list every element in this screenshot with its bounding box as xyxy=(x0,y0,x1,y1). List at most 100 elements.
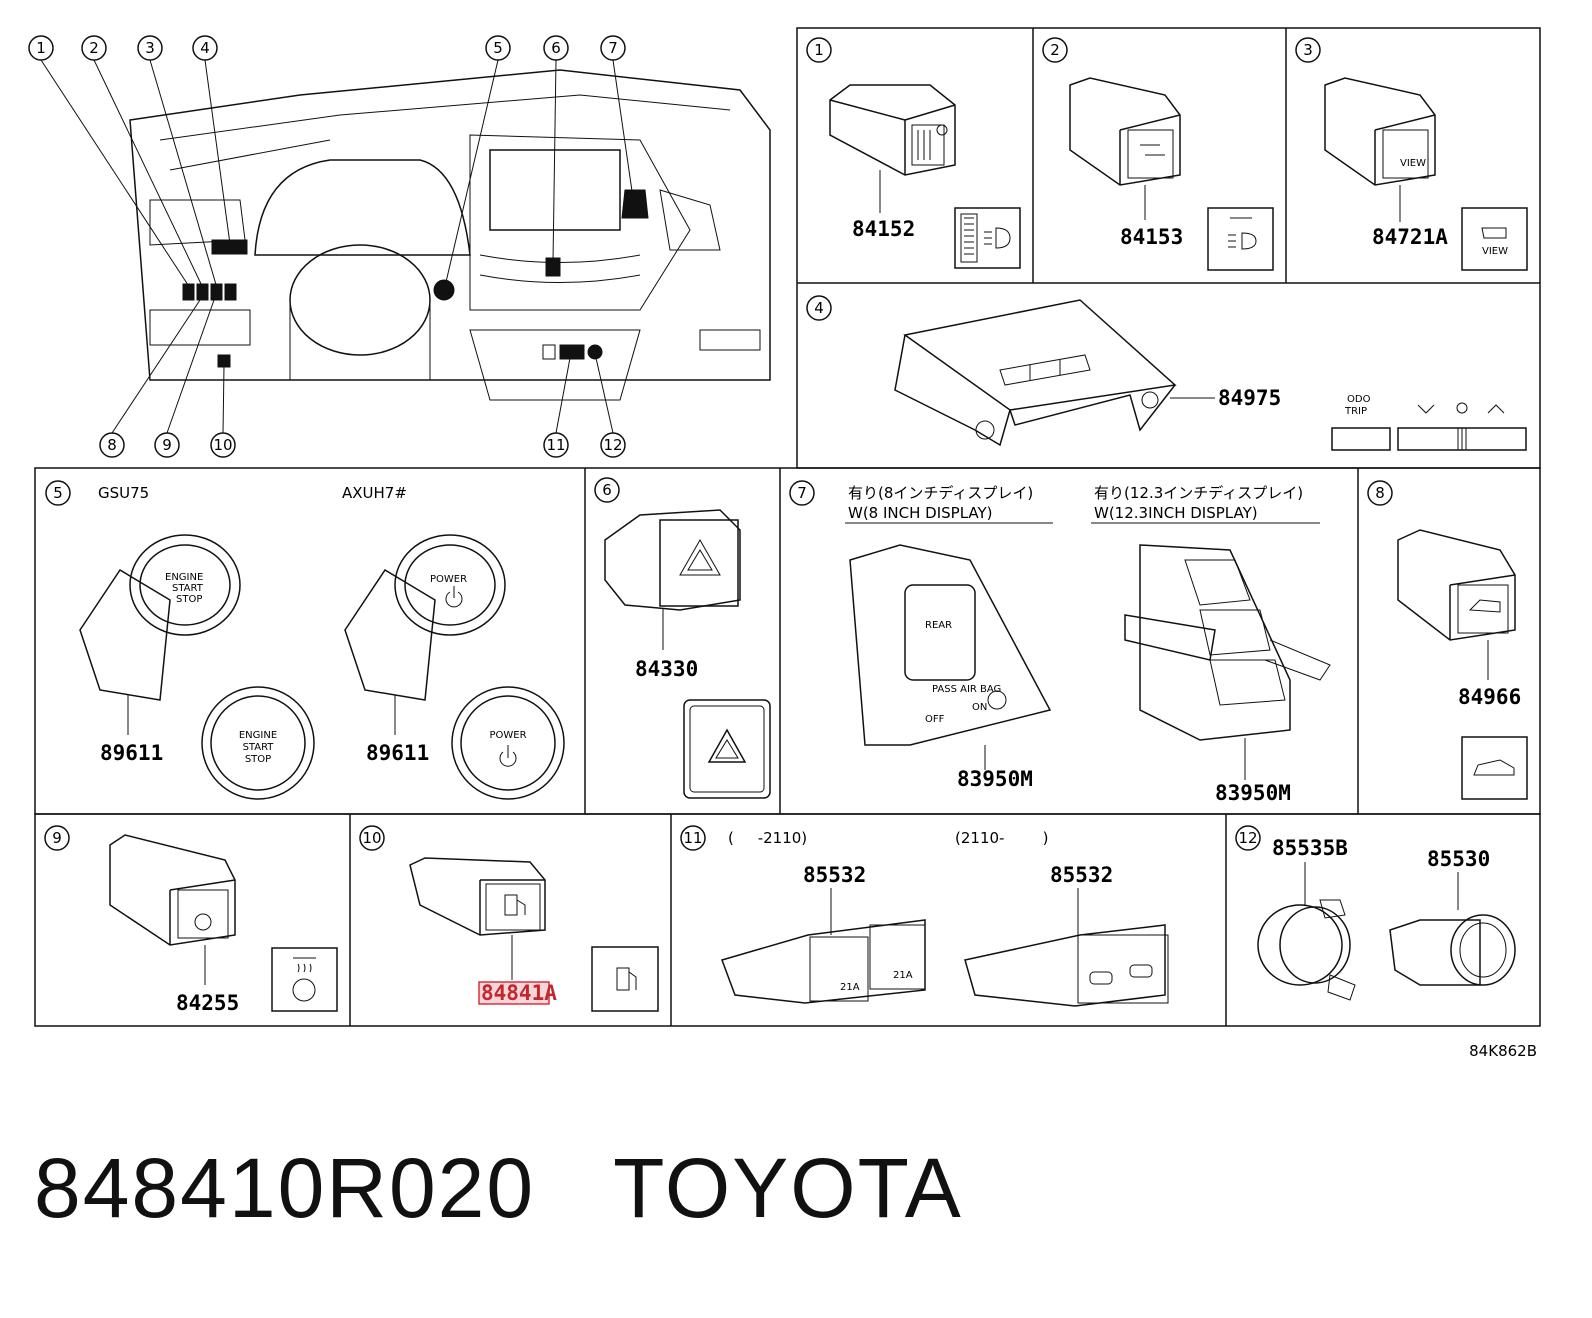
panel-index: 3 xyxy=(1303,41,1313,59)
diagram-code: 84K862B xyxy=(1469,1042,1537,1060)
chevron-up-icon xyxy=(1487,404,1505,414)
svg-text:POWER: POWER xyxy=(430,574,467,585)
panel-index: 6 xyxy=(602,481,612,499)
part-number-b: 89611 xyxy=(366,741,429,765)
range-b: (2110- ) xyxy=(955,829,1048,847)
panel-6[interactable]: 6 84330 xyxy=(594,477,771,799)
svg-text:6: 6 xyxy=(551,39,561,57)
power-icon xyxy=(499,745,517,767)
switch-84721A-drawing: VIEW xyxy=(1324,77,1436,186)
svg-text:11: 11 xyxy=(546,436,565,454)
part-number-b: 85530 xyxy=(1427,847,1490,871)
panel-index: 4 xyxy=(814,299,824,317)
panel-index: 12 xyxy=(1238,829,1257,847)
fuel-lid-switch-drawing xyxy=(409,857,546,936)
overview-callout-10[interactable]: 10 xyxy=(210,432,236,458)
svg-text:4: 4 xyxy=(200,39,210,57)
overview-callout-12[interactable]: 12 xyxy=(600,432,626,458)
headlight-leveling-icon xyxy=(954,207,1021,269)
panel-index: 7 xyxy=(797,484,807,502)
panel-8[interactable]: 8 84966 xyxy=(1367,480,1528,800)
panel-4[interactable]: 4 84975 ODO TRIP xyxy=(806,295,1527,451)
svg-text:12: 12 xyxy=(603,436,622,454)
svg-text:VIEW: VIEW xyxy=(1482,246,1508,257)
heated-steering-icon xyxy=(271,947,338,1012)
panel-frames xyxy=(34,27,1541,1027)
airbag-panel-12inch-drawing xyxy=(1124,544,1331,741)
svg-text:STOP: STOP xyxy=(245,754,271,765)
overview-callout-7[interactable]: 7 xyxy=(600,35,626,61)
part-number: 84841A xyxy=(481,981,557,1005)
part-number: 84975 xyxy=(1218,386,1281,410)
variant-b-jp: 有り(12.3インチディスプレイ) xyxy=(1094,484,1303,502)
overview-callout-4[interactable]: 4 xyxy=(192,35,218,61)
overview-callout-5[interactable]: 5 xyxy=(485,35,511,61)
panel-9[interactable]: 9 84255 xyxy=(44,825,338,1015)
highlighted-part-number[interactable]: 84841A xyxy=(478,981,557,1005)
panel-12[interactable]: 12 85535B 85530 xyxy=(1235,825,1516,1001)
svg-text:STOP: STOP xyxy=(176,594,202,605)
panel-3[interactable]: 3 VIEW 84721A VIEW xyxy=(1295,37,1528,271)
overview-callout-9[interactable]: 9 xyxy=(154,432,180,458)
svg-text:9: 9 xyxy=(162,436,172,454)
switch-84152-drawing xyxy=(829,84,956,176)
variant-b-en: W(12.3INCH DISPLAY) xyxy=(1094,504,1258,522)
variant-label-b: AXUH7# xyxy=(342,484,407,502)
footer-title: 848410R020 TOYOTA xyxy=(34,1140,1041,1237)
usb-charger-drawing-a: 21A 21A xyxy=(721,919,926,1004)
svg-text:7: 7 xyxy=(608,39,618,57)
variant-a-jp: 有り(8インチディスプレイ) xyxy=(848,484,1033,502)
part-number-b: 85532 xyxy=(1050,863,1113,887)
overview-callout-8[interactable]: 8 xyxy=(99,432,125,458)
panel-index: 5 xyxy=(53,484,63,502)
range-a: ( -2110) xyxy=(728,829,807,847)
power-switch-drawing-b: POWER xyxy=(344,534,506,701)
footer-brand: TOYOTA xyxy=(613,1141,963,1235)
part-number-a: 89611 xyxy=(100,741,163,765)
panel-7[interactable]: 7 有り(8インチディスプレイ) W(8 INCH DISPLAY) 有り(12… xyxy=(789,480,1331,805)
svg-text:OFF: OFF xyxy=(925,714,945,725)
camera-view-icon: VIEW xyxy=(1461,207,1528,271)
part-number: 84153 xyxy=(1120,225,1183,249)
power-outlet-socket-drawing xyxy=(1257,899,1356,1001)
footer-part-number: 848410R020 xyxy=(34,1141,536,1235)
svg-text:TRIP: TRIP xyxy=(1344,406,1367,417)
variant-label-a: GSU75 xyxy=(98,484,149,502)
hazard-switch-drawing xyxy=(604,509,741,611)
panel-index: 9 xyxy=(52,829,62,847)
svg-text:ENGINE: ENGINE xyxy=(239,730,277,741)
fuel-lid-icon xyxy=(591,946,659,1012)
odo-trip-switch-detail: ODO TRIP xyxy=(1331,394,1527,451)
svg-text:1: 1 xyxy=(36,39,46,57)
svg-text:10: 10 xyxy=(213,436,232,454)
overview-callout-11[interactable]: 11 xyxy=(543,432,569,458)
overview-callout-2[interactable]: 2 xyxy=(81,35,107,61)
switch-84153-drawing xyxy=(1069,77,1181,186)
panel-index: 11 xyxy=(683,829,702,847)
parts-diagram: 1 2 3 4 5 6 7 8 9 10 11 12 xyxy=(28,27,1541,1060)
dashboard-overview: 1 2 3 4 5 6 7 8 9 10 11 12 xyxy=(28,35,771,458)
overview-callout-6[interactable]: 6 xyxy=(543,35,569,61)
airbag-panel-8inch-drawing: REAR PASS AIR BAG ON OFF xyxy=(849,544,1052,746)
svg-text:ENGINE: ENGINE xyxy=(165,572,203,583)
part-number: 84255 xyxy=(176,991,239,1015)
panel-11[interactable]: 11 ( -2110) (2110- ) 85532 85532 21A 21A xyxy=(680,825,1169,1007)
usb-charger-drawing-b xyxy=(964,924,1169,1007)
svg-text:21A: 21A xyxy=(840,982,860,993)
svg-text:ON: ON xyxy=(972,702,987,713)
svg-text:21A: 21A xyxy=(893,970,913,981)
chevron-down-icon xyxy=(1417,404,1435,414)
panel-1[interactable]: 1 84152 xyxy=(806,37,1021,269)
panel-5[interactable]: 5 GSU75 AXUH7# ENGINE START STOP 89611 E… xyxy=(45,480,565,800)
panel-10[interactable]: 10 84841A xyxy=(359,825,659,1012)
switch-84966-drawing xyxy=(1397,529,1516,641)
panel-index: 1 xyxy=(814,41,824,59)
panel-index: 10 xyxy=(362,829,381,847)
part-number-a: 85535B xyxy=(1272,836,1348,860)
panel-index: 8 xyxy=(1375,484,1385,502)
overview-callout-1[interactable]: 1 xyxy=(28,35,54,61)
overview-callout-3[interactable]: 3 xyxy=(137,35,163,61)
panel-2[interactable]: 2 84153 xyxy=(1042,37,1274,271)
power-outlet-drawing xyxy=(1389,914,1516,986)
panel-index: 2 xyxy=(1050,41,1060,59)
